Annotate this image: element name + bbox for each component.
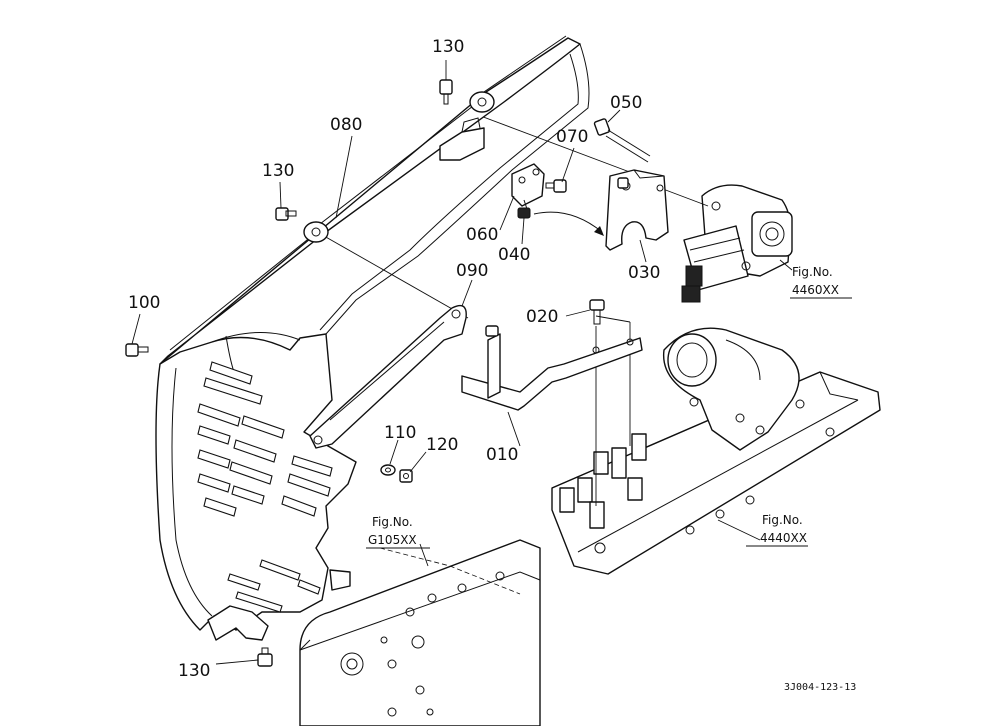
part-label-030: 030	[628, 263, 660, 283]
washer-110	[380, 464, 396, 476]
label-leaders	[131, 60, 793, 665]
figure-references: Fig.No. 4460XX Fig.No. 4440XX Fig.No. G1…	[366, 265, 852, 549]
part-label-090: 090	[456, 261, 488, 281]
part-label-130-top: 130	[432, 37, 464, 57]
part-label-020: 020	[526, 307, 558, 327]
fig-ref-egr-number: 4460XX	[792, 283, 839, 297]
part-label-060: 060	[466, 225, 498, 245]
part-label-130-bottom: 130	[178, 661, 210, 681]
bolt-050	[593, 118, 651, 163]
part-label-050: 050	[610, 93, 642, 113]
part-label-010: 010	[486, 445, 518, 465]
part-label-120: 120	[426, 435, 458, 455]
bolt-020	[589, 299, 605, 325]
bracket-030-drawing	[605, 169, 669, 251]
fig-ref-manifold-title: Fig.No.	[762, 513, 803, 527]
bracket-090-drawing	[309, 304, 467, 449]
part-label-100: 100	[128, 293, 160, 313]
nut-040	[517, 207, 531, 219]
bolt-130-mid	[275, 207, 297, 221]
bracket-010-drawing	[461, 333, 643, 411]
louver-slots	[197, 361, 333, 613]
nut-120	[399, 469, 413, 483]
egr-valve-drawing	[681, 184, 793, 303]
plate-060-drawing	[511, 163, 545, 213]
part-labels: 130 080 130 100 050 070 060 040 030 090 …	[128, 37, 660, 681]
fig-ref-block-number: G105XX	[368, 533, 417, 547]
drawing-code: 3J004-123-13	[784, 682, 856, 693]
fig-ref-manifold-number: 4440XX	[760, 531, 807, 545]
bolt-130-bottom	[257, 647, 273, 667]
fig-ref-egr-title: Fig.No.	[792, 265, 833, 279]
bolt-100	[125, 343, 149, 357]
intake-manifold-drawing	[551, 327, 881, 575]
part-label-130-mid: 130	[262, 161, 294, 181]
fig-ref-block-title: Fig.No.	[372, 515, 413, 529]
part-label-070: 070	[556, 127, 588, 147]
bolt-130-top	[439, 79, 453, 105]
fasteners	[125, 79, 651, 667]
engine-block-drawing	[299, 539, 541, 726]
bolt-070	[545, 179, 567, 193]
relocation-arrow	[533, 211, 604, 236]
part-label-110: 110	[384, 423, 416, 443]
heat-shield-drawing	[155, 332, 357, 641]
cover-plate-080-drawing	[159, 35, 590, 365]
part-label-040: 040	[498, 245, 530, 265]
part-label-080: 080	[330, 115, 362, 135]
